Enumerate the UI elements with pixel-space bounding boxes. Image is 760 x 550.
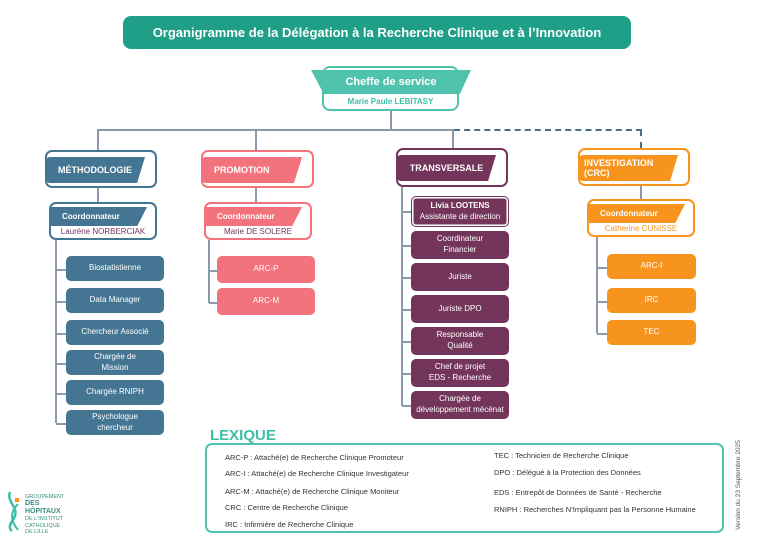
role-box: Coordinateur Financier <box>411 231 509 259</box>
role-box: Juriste DPO <box>411 295 509 323</box>
connector <box>402 211 411 213</box>
connector <box>209 301 217 304</box>
connector <box>255 188 257 202</box>
logo-text: DES HÔPITAUX <box>25 500 61 516</box>
lexique-entry: TEC : Technicien de Recherche Clinique <box>494 451 629 460</box>
connector <box>596 237 598 333</box>
connector <box>55 240 57 423</box>
assistant-role: Assistante de direction <box>419 211 501 221</box>
head-role: Cheffe de service <box>311 70 471 94</box>
role-box: Responsable Qualité <box>411 327 509 355</box>
connector <box>97 129 454 131</box>
pole-label: TRANSVERSALE <box>397 155 496 181</box>
role-box: Chargée RNIPH <box>66 380 164 405</box>
connector <box>208 240 210 303</box>
coord-name: Laurène NORBERCIAK <box>60 227 146 236</box>
coord-label: Coordonnateur <box>205 207 302 226</box>
lexique-entry: IRC : Infirmière de Recherche Clinique <box>225 520 354 529</box>
logo-icon <box>8 491 19 532</box>
connector <box>597 266 607 269</box>
role-box: TEC <box>607 320 696 345</box>
coord-name: Catherine CUNISSE <box>604 224 678 233</box>
connector <box>401 187 403 406</box>
role-box: ARC-M <box>217 288 315 315</box>
role-box: Chef de projet EDS - Recherche <box>411 359 509 387</box>
connector <box>56 362 66 365</box>
version-text: Version du 23 Septembre 2025 <box>735 440 742 530</box>
lexique-box <box>205 443 724 533</box>
connector <box>597 300 607 303</box>
role-box: Chercheur Associé <box>66 320 164 345</box>
dashed-connector <box>640 130 642 148</box>
head-name: Marie Paule LEBITASY <box>347 97 434 106</box>
connector <box>56 422 66 425</box>
logo: GROUPEMENT DES HÔPITAUX DE L'INSTITUT CA… <box>4 490 65 536</box>
connector <box>402 373 411 375</box>
connector <box>97 130 99 150</box>
lexique-entry: ARC-P : Attaché(e) de Recherche Clinique… <box>225 453 404 462</box>
lexique-entry: ARC-M : Attaché(e) de Recherche Clinique… <box>225 487 400 496</box>
pole-label: INVESTIGATION (CRC) <box>579 155 678 181</box>
head-box: Cheffe de service Marie Paule LEBITASY <box>311 66 471 111</box>
logo-text: DE L'INSTITUT <box>25 516 64 523</box>
lexique-entry: RNIPH : Recherches N’Impliquant pas la P… <box>494 505 696 514</box>
assistant-box: Livia LOOTENS Assistante de direction <box>411 196 509 227</box>
connector <box>56 300 66 303</box>
connector <box>255 130 257 150</box>
role-box: Juriste <box>411 263 509 291</box>
lexique-entry: EDS : Entrepôt de Données de Santé - Rec… <box>494 488 662 497</box>
logo-text: GROUPEMENT <box>25 494 65 500</box>
connector <box>56 392 66 395</box>
connector <box>390 111 392 130</box>
logo-text: DE LILLE <box>25 529 49 536</box>
coord-label: Coordonnateur <box>50 207 147 226</box>
assistant-name: Livia LOOTENS <box>430 200 490 210</box>
pole-label: PROMOTION <box>202 157 302 183</box>
logo-text: CATHOLIQUE <box>25 522 61 529</box>
connector <box>402 277 411 279</box>
connector <box>56 268 66 271</box>
connector <box>402 405 411 407</box>
coord-label: Coordonnateur <box>588 204 685 223</box>
lexique-entry: DPO : Délégué à la Protection des Donnée… <box>494 468 641 477</box>
role-box: IRC <box>607 288 696 313</box>
connector <box>402 245 411 247</box>
connector <box>402 341 411 343</box>
connector <box>56 332 66 335</box>
connector <box>597 332 607 335</box>
pole-transversale: TRANSVERSALE <box>396 148 508 187</box>
connector <box>452 130 454 148</box>
connector <box>402 309 411 311</box>
lexique-entry: CRC : Centre de Recherche Clinique <box>225 503 348 512</box>
connector <box>97 188 99 202</box>
coord-name: Marie DE SOLERE <box>223 227 293 236</box>
role-box: Chargée de développement mécénat <box>411 391 509 419</box>
page-title: Organigramme de la Délégation à la Reche… <box>123 16 631 49</box>
role-box: Data Manager <box>66 288 164 313</box>
pole-label: MÉTHODOLOGIE <box>46 157 145 183</box>
lexique-entry: ARC-I : Attaché(e) de Recherche Clinique… <box>225 469 409 478</box>
pole-investigation: INVESTIGATION (CRC) <box>578 148 690 186</box>
connector <box>640 186 642 199</box>
pole-methodologie: MÉTHODOLOGIE <box>45 150 157 188</box>
pole-promotion: PROMOTION <box>201 150 314 188</box>
role-box: Chargée de Mission <box>66 350 164 375</box>
role-box: ARC-I <box>607 254 696 279</box>
role-box: Biostatistienne <box>66 256 164 281</box>
role-box: Psychologue chercheur <box>66 410 164 435</box>
lexique-title: LEXIQUE <box>210 427 276 444</box>
dashed-connector <box>454 129 642 131</box>
connector <box>209 269 217 272</box>
role-box: ARC-P <box>217 256 315 283</box>
